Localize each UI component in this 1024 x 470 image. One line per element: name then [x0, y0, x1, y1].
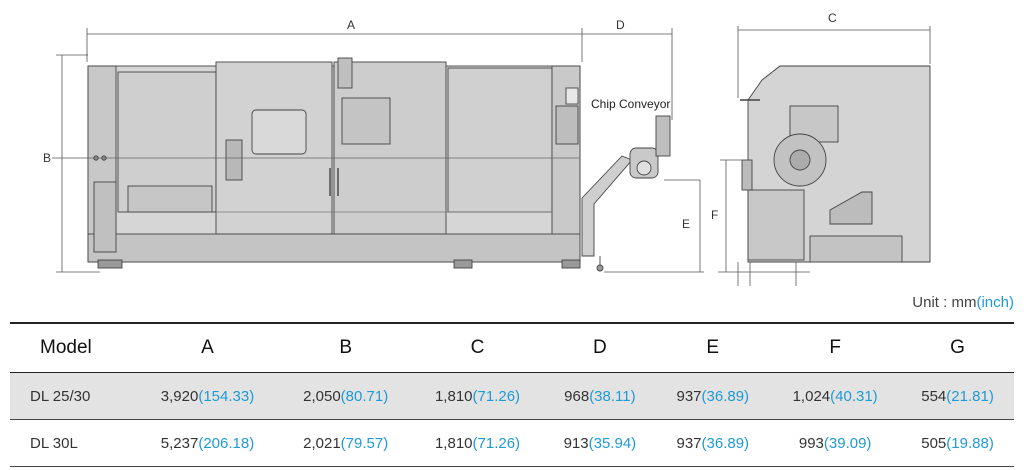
mm-value: 1,810: [434, 387, 473, 405]
mm-value: 3,920: [160, 387, 199, 405]
mm-value: 554: [921, 387, 947, 405]
table-row: DL 30L 5,237(206.18) 2,021(79.57) 1,810(…: [10, 419, 1014, 467]
value-cell-d: 913(35.94): [543, 419, 657, 467]
model-cell: DL 25/30: [10, 372, 136, 420]
unit-note: Unit : mm(inch): [912, 294, 1014, 311]
value-cell-b: 2,021(79.57): [279, 419, 412, 467]
table-header-row: Model A B C D E F G: [10, 322, 1014, 373]
inch-value: (36.89): [701, 387, 750, 405]
value-cell-g: 554(21.81): [901, 372, 1014, 420]
value-cell-a: 5,237(206.18): [135, 419, 280, 467]
mm-value: 505: [921, 434, 947, 452]
unit-prefix: Unit :: [912, 294, 952, 311]
value-cell-c: 1,810(71.26): [411, 419, 544, 467]
inch-value: (39.09): [823, 434, 872, 452]
inch-value: (80.71): [340, 387, 389, 405]
machine-front-view: [87, 57, 581, 269]
dimension-c-label: C: [828, 11, 837, 25]
inch-value: (21.81): [946, 387, 994, 405]
dimension-a: [86, 28, 583, 62]
header-f: F: [769, 322, 902, 373]
mm-value: 937: [676, 387, 702, 405]
header-b: B: [279, 322, 412, 373]
header-d: D: [543, 322, 657, 373]
dimension-e: [604, 179, 704, 273]
inch-value: (71.26): [472, 387, 521, 405]
value-cell-d: 968(38.11): [543, 372, 657, 420]
value-cell-f: 993(39.09): [769, 419, 902, 467]
dimension-d: [582, 28, 673, 120]
machine-dimension-drawing: A D B: [43, 11, 931, 286]
inch-value: (154.33): [198, 387, 255, 405]
value-cell-b: 2,050(80.71): [279, 372, 412, 420]
header-e: E: [656, 322, 770, 373]
dimension-f-label: F: [711, 208, 718, 222]
value-cell-f: 1,024(40.31): [769, 372, 902, 420]
chip-conveyor: [581, 115, 671, 272]
inch-value: (79.57): [340, 434, 389, 452]
model-cell: DL 30L: [10, 419, 136, 467]
inch-value: (71.26): [472, 434, 521, 452]
dimension-spec-table: Model A B C D E F G DL 25/30 3,920(154.3…: [10, 322, 1014, 467]
mm-value: 993: [798, 434, 824, 452]
mm-value: 1,024: [792, 387, 831, 405]
inch-value: (36.89): [701, 434, 750, 452]
header-model: Model: [10, 322, 136, 373]
dimension-b-label: B: [43, 151, 51, 165]
dimension-f: [718, 159, 810, 286]
inch-value: (35.94): [588, 434, 637, 452]
table-row: DL 25/30 3,920(154.33) 2,050(80.71) 1,81…: [10, 372, 1014, 420]
unit-imperial: (inch): [976, 294, 1014, 311]
header-a: A: [135, 322, 280, 373]
machine-side-view: [740, 65, 931, 263]
value-cell-g: 505(19.88): [901, 419, 1014, 467]
value-cell-e: 937(36.89): [656, 372, 770, 420]
header-g: G: [901, 322, 1014, 373]
inch-value: (38.11): [589, 387, 636, 405]
mm-value: 5,237: [160, 434, 199, 452]
mm-value: 937: [676, 434, 702, 452]
inch-value: (206.18): [198, 434, 255, 452]
dimension-c: [737, 26, 931, 98]
chip-conveyor-label: Chip Conveyor: [591, 97, 670, 111]
mm-value: 913: [563, 434, 589, 452]
mm-value: 2,050: [303, 387, 341, 405]
header-c: C: [411, 322, 544, 373]
mm-value: 2,021: [303, 434, 341, 452]
mm-value: 1,810: [434, 434, 473, 452]
inch-value: (19.88): [946, 434, 994, 452]
value-cell-a: 3,920(154.33): [135, 372, 280, 420]
unit-metric: mm: [951, 294, 977, 311]
dimension-e-label: E: [682, 217, 690, 231]
value-cell-e: 937(36.89): [656, 419, 770, 467]
inch-value: (40.31): [830, 387, 878, 405]
value-cell-c: 1,810(71.26): [411, 372, 544, 420]
dimension-d-label: D: [616, 18, 625, 32]
mm-value: 968: [564, 387, 590, 405]
dimension-a-label: A: [347, 18, 355, 32]
